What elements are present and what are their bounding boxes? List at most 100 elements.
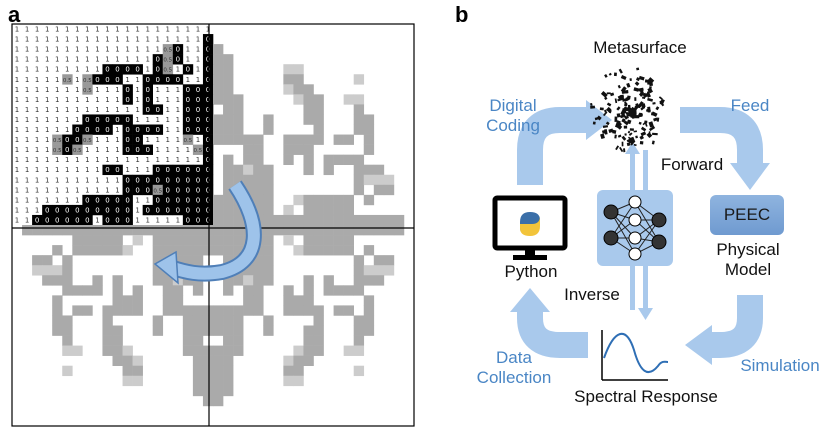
mirrored-cell <box>223 285 234 296</box>
mirrored-cell <box>303 144 314 155</box>
cell-value: 0 <box>135 146 139 154</box>
coding-cell <box>162 174 174 186</box>
mirrored-cell <box>333 245 344 256</box>
mirrored-cell <box>303 335 314 346</box>
mirrored-cell <box>353 154 365 165</box>
mirrored-cell <box>122 355 133 366</box>
cell-value: 0 <box>85 126 89 134</box>
coding-cell <box>162 44 174 55</box>
coding-cell <box>202 114 214 125</box>
metasurface-element <box>621 118 626 123</box>
mirrored-cell <box>313 204 324 216</box>
coding-cell <box>122 214 133 226</box>
mirrored-cell <box>263 255 274 266</box>
mirrored-cell <box>263 164 274 176</box>
mirrored-cell <box>102 335 113 346</box>
cell-value: 1 <box>155 216 159 224</box>
coding-cell <box>132 134 143 145</box>
cell-value: 1 <box>25 156 29 164</box>
cell-value: 1 <box>75 36 79 44</box>
cell-value: 1 <box>25 116 29 124</box>
data-collection-arrow <box>517 310 588 358</box>
mirrored-cell <box>323 275 334 286</box>
mirrored-cell <box>112 295 123 306</box>
cell-value: 0 <box>55 216 59 224</box>
feed-label: Feed <box>730 96 770 115</box>
metasurface-element <box>624 133 627 136</box>
cell-value: 1 <box>206 26 210 34</box>
mirrored-cell <box>213 84 224 95</box>
mirrored-cell <box>233 174 244 186</box>
coding-cell <box>202 94 214 105</box>
mirrored-cell <box>303 204 314 216</box>
panel-label-a: a <box>8 2 21 27</box>
coding-cell <box>172 194 184 206</box>
mirrored-cell <box>333 235 344 246</box>
mirrored-cell <box>303 295 314 306</box>
coding-cell <box>122 84 133 95</box>
metasurface-element <box>592 121 596 125</box>
cell-value: 0 <box>125 186 129 194</box>
mirrored-cell <box>62 225 73 236</box>
mirrored-cell <box>253 174 264 186</box>
rotation-arrow-head <box>153 250 179 285</box>
mirrored-cell <box>293 345 304 356</box>
mirrored-cell <box>233 245 244 256</box>
mirrored-cell <box>223 375 234 387</box>
mirrored-cell <box>182 335 194 346</box>
metasurface-element <box>608 72 612 76</box>
coding-cell <box>192 214 204 226</box>
cell-value: 0 <box>166 76 170 84</box>
coding-cell <box>192 184 204 196</box>
mirrored-cell <box>122 245 133 256</box>
cell-value: 0 <box>95 126 99 134</box>
coding-cell <box>122 194 133 206</box>
mirrored-cell <box>223 54 234 65</box>
mirrored-cell <box>353 325 365 336</box>
cell-value: 1 <box>95 176 99 184</box>
mirrored-cell <box>253 305 264 316</box>
cell-value: 1 <box>45 86 49 94</box>
cell-value: 1 <box>85 36 89 44</box>
cell-value: 0 <box>45 206 49 214</box>
mirrored-cell <box>52 245 63 256</box>
mirrored-cell <box>122 375 133 387</box>
mirrored-cell <box>353 174 365 186</box>
mirrored-cell <box>182 225 194 236</box>
mirrored-cell <box>243 164 254 176</box>
coding-cell <box>62 74 73 85</box>
coding-cell <box>42 204 53 216</box>
metasurface-element <box>634 97 637 101</box>
cell-value: 1 <box>65 66 69 74</box>
mirrored-cell <box>243 305 254 316</box>
mirrored-cell <box>112 285 123 296</box>
cell-value: 0 <box>125 146 129 154</box>
coding-cell <box>92 114 103 125</box>
cell-value: 1 <box>55 106 59 114</box>
cell-value: 1 <box>65 126 69 134</box>
cell-value: 1 <box>95 46 99 54</box>
data-collection-label: Data Collection <box>466 348 562 388</box>
metasurface-element <box>623 101 628 105</box>
mirrored-cell <box>152 265 164 276</box>
cell-value: 1 <box>55 166 59 174</box>
metasurface-element <box>608 128 614 134</box>
mirrored-cell <box>213 345 224 356</box>
metasurface-element <box>614 116 618 122</box>
cell-value: 1 <box>55 36 59 44</box>
metasurface-element <box>606 102 612 107</box>
cell-value: 1 <box>196 136 200 144</box>
cell-value: 1 <box>115 136 119 144</box>
cell-value: 0 <box>125 116 129 124</box>
mirrored-cell <box>82 225 93 236</box>
cell-value: 1 <box>105 26 109 34</box>
metasurface-element <box>629 128 634 131</box>
metasurface-element <box>622 98 628 102</box>
mirrored-cell <box>213 64 224 75</box>
mirrored-cell <box>233 225 244 236</box>
cell-value: 1 <box>166 86 170 94</box>
cell-value: 1 <box>25 136 29 144</box>
metasurface-element <box>606 92 611 95</box>
coding-cell <box>152 194 164 206</box>
cell-value: 1 <box>15 166 19 174</box>
